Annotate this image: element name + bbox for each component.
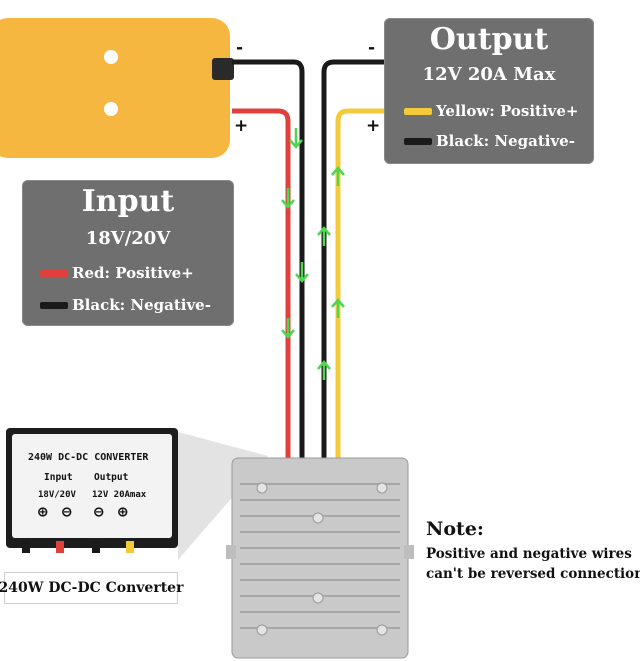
output-spec: 12V 20A Max — [422, 64, 556, 85]
input-legend-negative-label: Black: Negative- — [72, 296, 211, 314]
input-panel: Input 18V/20V Red: Positive+ Black: Nega… — [22, 180, 234, 326]
input-spec: 18V/20V — [85, 228, 171, 249]
battery-plus-sign: + — [234, 116, 249, 136]
arrow-up-icon — [317, 360, 331, 380]
plate-output-spec: 12V 20Amax — [92, 490, 147, 500]
arrow-down-icon — [295, 262, 309, 283]
yellow-wire-swatch — [404, 107, 432, 115]
plate-output-label: Output — [94, 472, 129, 483]
label-module — [6, 428, 178, 553]
arrow-down-icon — [281, 188, 295, 209]
red-wire-swatch — [40, 269, 68, 277]
converter-caption: 240W DC-DC Converter — [0, 572, 183, 604]
output-legend-negative: Black: Negative- — [404, 130, 575, 152]
plate-terminal-plus-icon: ⊕ — [118, 502, 128, 521]
input-black-wire — [232, 59, 305, 460]
output-legend-positive-label: Yellow: Positive+ — [436, 102, 579, 120]
converter-housing — [226, 457, 414, 659]
input-red-wire — [232, 108, 291, 460]
flow-arrows-down — [281, 128, 309, 339]
plate-title: 240W DC-DC CONVERTER — [28, 452, 149, 463]
plate-terminal-minus-icon: ⊖ — [62, 502, 72, 521]
flow-arrows-up — [317, 166, 345, 380]
black-wire-swatch — [40, 301, 68, 309]
battery-mount-hole — [104, 50, 118, 64]
battery-minus-sign: - — [236, 38, 244, 58]
arrow-down-icon — [289, 128, 303, 149]
plate-input-label: Input — [44, 472, 73, 483]
output-legend-negative-label: Black: Negative- — [436, 132, 575, 150]
input-legend-positive-label: Red: Positive+ — [72, 264, 194, 282]
output-legend-positive: Yellow: Positive+ — [404, 100, 579, 122]
input-legend-positive: Red: Positive+ — [40, 262, 194, 284]
output-black-wire — [321, 59, 392, 460]
note-title: Note: — [426, 518, 484, 540]
output-plus-sign: + — [366, 116, 381, 136]
output-yellow-wire — [335, 108, 392, 460]
note-line-1: Positive and negative wires — [426, 546, 632, 562]
plate-input-spec: 18V/20V — [38, 490, 76, 500]
output-panel: Output 12V 20A Max Yellow: Positive+ Bla… — [384, 18, 594, 164]
plate-terminal-minus-icon: ⊖ — [94, 502, 104, 521]
battery-pack — [0, 18, 234, 158]
black-wire-swatch — [404, 137, 432, 145]
input-title: Input — [81, 184, 175, 219]
arrow-up-icon — [331, 166, 345, 186]
input-legend-negative: Black: Negative- — [40, 294, 211, 316]
note-line-2: can't be reversed connection — [426, 566, 640, 582]
output-title: Output — [429, 22, 549, 57]
arrow-down-icon — [281, 318, 295, 339]
arrow-up-icon — [317, 226, 331, 246]
plate-terminal-plus-icon: ⊕ — [38, 502, 48, 521]
battery-mount-hole — [104, 102, 118, 116]
arrow-up-icon — [331, 298, 345, 318]
output-minus-sign: - — [368, 38, 376, 58]
